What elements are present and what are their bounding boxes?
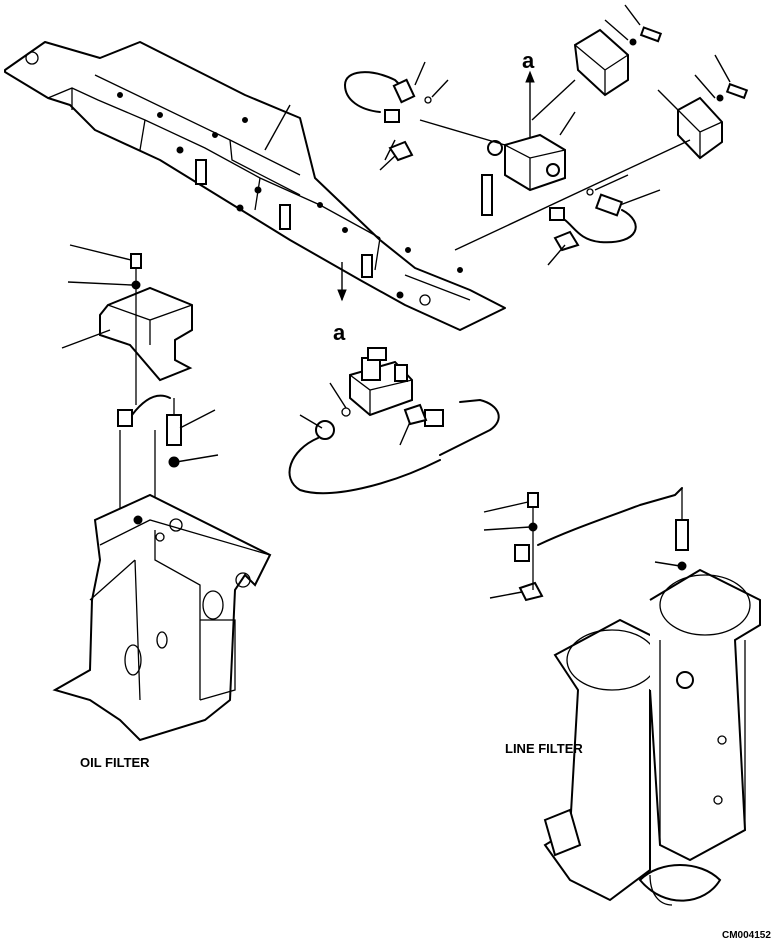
section-label-top: a — [522, 48, 535, 73]
line-filter-assembly: LINE FILTER — [483, 487, 761, 906]
pressure-switch-top-left — [344, 61, 449, 171]
main-frame — [4, 41, 506, 331]
oil-filter-assembly: OIL FILTER — [52, 244, 272, 770]
center-switch-assembly — [288, 347, 500, 495]
valve-block-top — [419, 111, 576, 216]
cover-bracket-upper — [531, 4, 663, 121]
section-marker-top: a — [522, 48, 535, 140]
section-marker-bottom: a — [333, 262, 347, 345]
section-label-bottom: a — [333, 320, 346, 345]
pressure-switch-right — [547, 174, 661, 266]
cover-bracket-lower — [454, 54, 749, 251]
drawing-number: CM004152 — [722, 930, 771, 941]
oil-filter-label: OIL FILTER — [80, 755, 150, 770]
line-filter-label: LINE FILTER — [505, 741, 583, 756]
